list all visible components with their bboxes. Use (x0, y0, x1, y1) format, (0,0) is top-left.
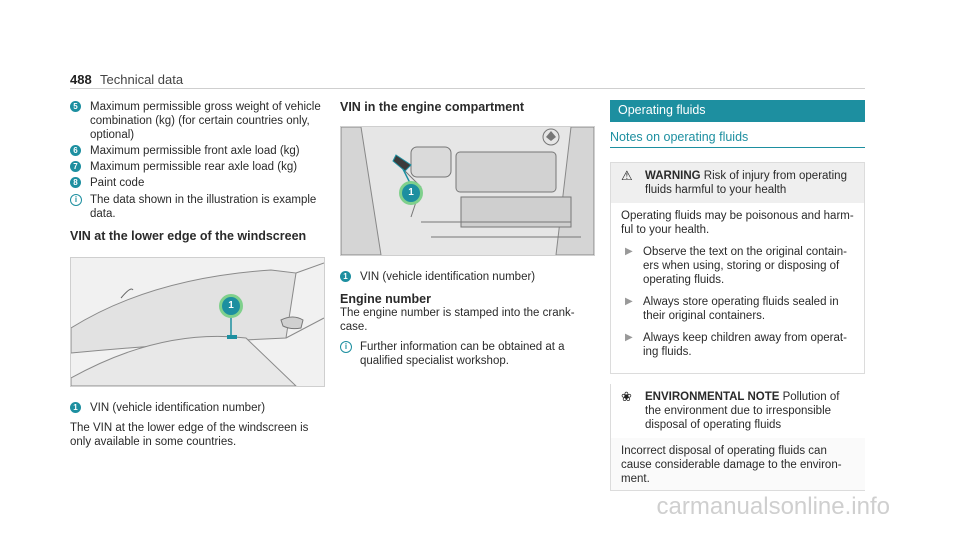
section-heading: VIN in the engine compartment (340, 100, 525, 114)
list-item-text: Maximum permissible front axle load (kg) (90, 145, 300, 157)
warning-body: Operating fluids may be poisonous and ha… (611, 203, 864, 373)
paragraph: The engine number is stamped into the cr… (340, 307, 575, 333)
number-badge: 5 (70, 101, 81, 112)
info-note: i The data shown in the illustration is … (70, 193, 325, 221)
figure-callout: 1 (219, 294, 243, 318)
info-note-text: The data shown in the illustration is ex… (90, 194, 317, 220)
column-right: Operating fluids Notes on operating flui… (610, 100, 865, 491)
number-badge: 7 (70, 161, 81, 172)
environmental-note-header: ❀ ENVIRONMENTAL NOTE Pollution of the en… (611, 384, 865, 438)
section-heading: VIN at the lower edge of the windscreen (70, 229, 307, 243)
engine-drawing (341, 127, 594, 255)
column-left: 5 Maximum permissible gross weight of ve… (70, 100, 325, 455)
bullet-text: Always keep children away from operat-in… (643, 332, 847, 358)
warning-box: ⚠ WARNING Risk of injury from operating … (610, 162, 865, 374)
warning-triangle-icon: ⚠ (621, 168, 633, 183)
paragraph: The VIN at the lower edge of the windscr… (70, 422, 309, 448)
sub-heading: Engine number (340, 292, 431, 306)
list-item: 6 Maximum permissible front axle load (k… (70, 144, 325, 158)
arrow-bullet-icon: ▶ (625, 332, 633, 343)
list-item: ▶ Always store operating fluids sealed i… (621, 295, 856, 323)
figure-caption-text: VIN (vehicle identification number) (360, 271, 536, 283)
info-note: i Further information can be obtained at… (340, 340, 595, 368)
windscreen-illustration: 1 (70, 257, 325, 387)
section-title-bar: Operating fluids (610, 100, 865, 122)
arrow-bullet-icon: ▶ (625, 296, 633, 307)
figure-caption: 1 VIN (vehicle identification number) (70, 401, 325, 415)
warning-text: Operating fluids may be poisonous and ha… (621, 210, 854, 236)
windscreen-drawing (71, 258, 324, 386)
arrow-bullet-icon: ▶ (625, 246, 633, 257)
warning-header: ⚠ WARNING Risk of injury from operating … (611, 163, 864, 203)
figure-callout: 1 (399, 181, 423, 205)
column-middle: VIN in the engine compartment 1 1 VIN (v… (340, 100, 595, 371)
list-item: ▶ Observe the text on the original conta… (621, 245, 856, 287)
engine-compartment-illustration: 1 (340, 126, 595, 256)
warning-label: WARNING (645, 170, 701, 182)
list-item: 5 Maximum permissible gross weight of ve… (70, 100, 325, 142)
list-item-text: Maximum permissible gross weight of vehi… (90, 101, 321, 141)
number-badge: 6 (70, 145, 81, 156)
subsection-title: Notes on operating fluids (610, 130, 865, 148)
bullet-text: Observe the text on the original contain… (643, 246, 847, 286)
page-section-title: Technical data (100, 72, 184, 87)
info-icon: i (70, 194, 82, 206)
environmental-note-label: ENVIRONMENTAL NOTE (645, 391, 780, 403)
page-number: 488 (70, 72, 92, 87)
watermark: carmanualsonline.info (656, 493, 890, 520)
info-note-text: Further information can be obtained at a… (360, 341, 565, 367)
info-icon: i (340, 341, 352, 353)
figure-caption: 1 VIN (vehicle identification number) (340, 270, 595, 284)
list-item-text: Maximum permissible rear axle load (kg) (90, 161, 298, 173)
environmental-note-box: ❀ ENVIRONMENTAL NOTE Pollution of the en… (610, 384, 865, 491)
figure-caption-text: VIN (vehicle identification number) (90, 402, 266, 414)
environmental-note-title: Pollution of the environment due to irre… (645, 391, 840, 431)
list-item: 7 Maximum permissible rear axle load (kg… (70, 160, 325, 174)
number-badge: 8 (70, 177, 81, 188)
page-header: 488 Technical data (70, 70, 865, 89)
environmental-note-body: Incorrect disposal of operating fluids c… (611, 438, 865, 490)
list-item-text: Paint code (90, 177, 145, 189)
list-item: 8 Paint code (70, 176, 325, 190)
environment-icon: ❀ (621, 389, 632, 404)
number-badge: 1 (340, 271, 351, 282)
warning-title: Risk of injury from operating fluids har… (645, 170, 847, 196)
number-badge: 1 (70, 402, 81, 413)
list-item: ▶ Always keep children away from operat-… (621, 331, 856, 359)
bullet-text: Always store operating fluids sealed in … (643, 296, 839, 322)
